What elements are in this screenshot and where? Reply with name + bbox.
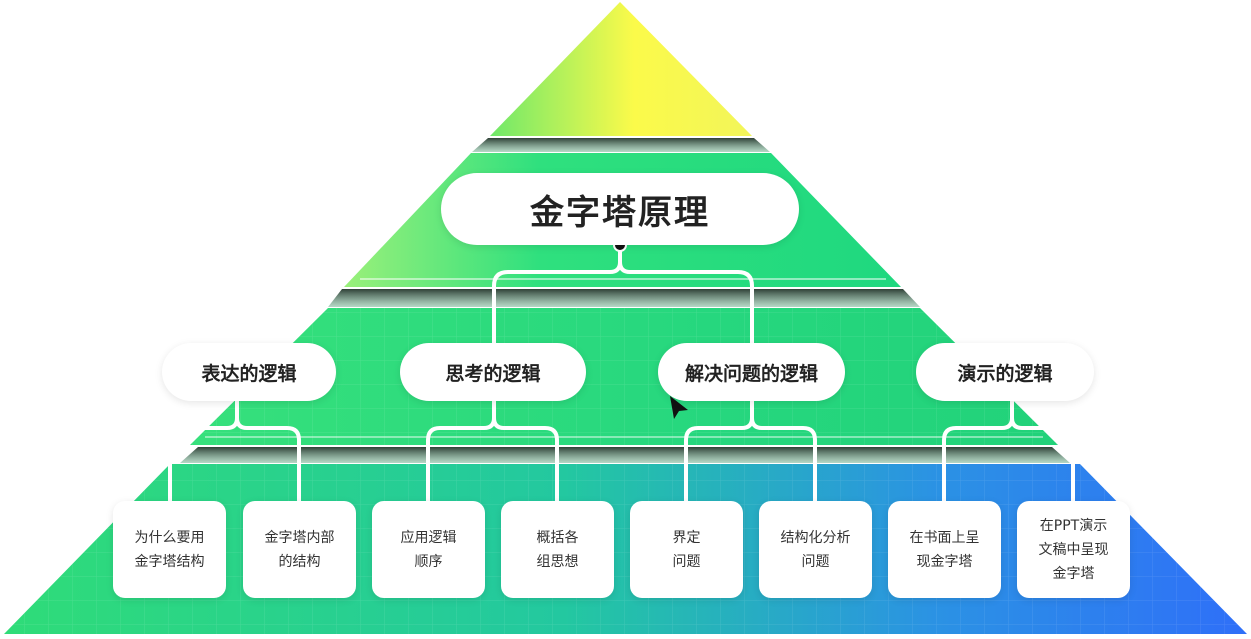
bottom-node-4: 概括各 组思想 — [501, 501, 614, 598]
middle-node-3: 解决问题的逻辑 — [658, 343, 845, 401]
bottom-node-3: 应用逻辑 顺序 — [372, 501, 485, 598]
bottom-node-5: 界定 问题 — [630, 501, 743, 598]
middle-node-2: 思考的逻辑 — [400, 343, 586, 401]
pyramid-title: 金字塔原理 — [441, 173, 799, 245]
bottom-node-1: 为什么要用 金字塔结构 — [113, 501, 226, 598]
connector-mid-4-right — [1010, 416, 1075, 503]
connector-mid-1-right — [235, 416, 301, 503]
mouse-cursor-icon — [670, 396, 688, 419]
connector-mid-3-right — [750, 416, 817, 503]
connector-title-to-node-3 — [618, 260, 754, 345]
middle-node-1: 表达的逻辑 — [162, 343, 336, 401]
connector-mid-2-right — [492, 416, 559, 503]
bottom-node-2: 金字塔内部 的结构 — [243, 501, 356, 598]
bottom-node-8: 在PPT演示 文稿中呈现 金字塔 — [1017, 501, 1130, 598]
middle-node-4: 演示的逻辑 — [916, 343, 1094, 401]
bottom-node-7: 在书面上呈 现金字塔 — [888, 501, 1001, 598]
bottom-node-6: 结构化分析 问题 — [759, 501, 872, 598]
connector-lines — [168, 250, 1075, 503]
